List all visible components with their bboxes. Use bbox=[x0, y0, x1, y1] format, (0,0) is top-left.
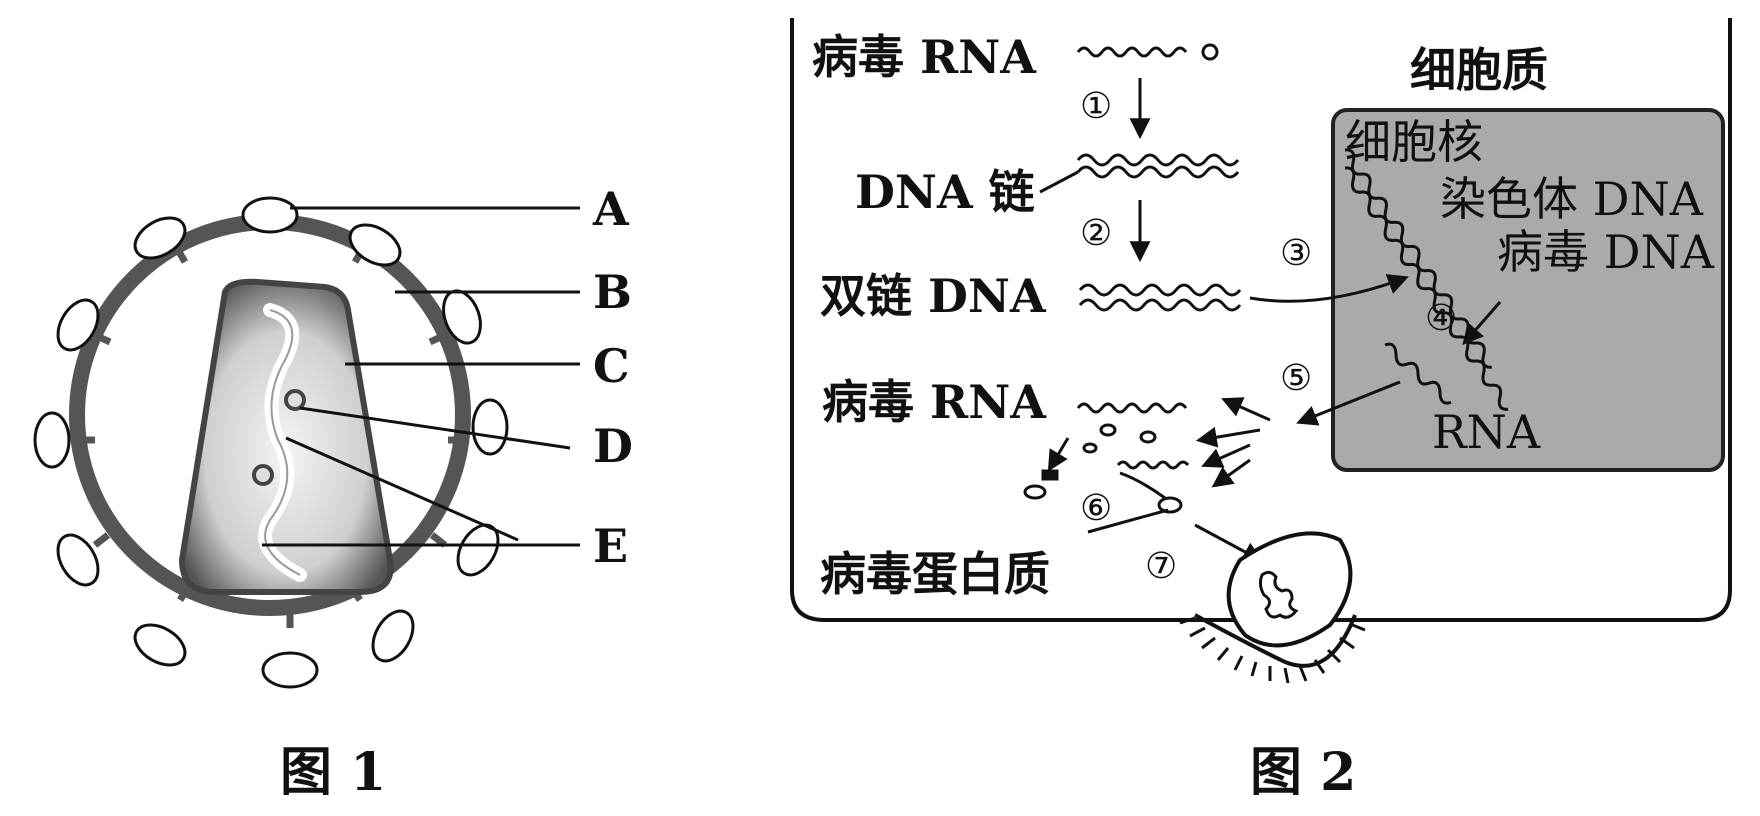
budding-virion bbox=[1179, 531, 1366, 684]
assembly-fragments bbox=[1023, 423, 1190, 534]
nucleus bbox=[1331, 108, 1725, 472]
figure1-caption: 图 1 bbox=[280, 742, 386, 803]
step-2: ② bbox=[1080, 213, 1112, 254]
label-B: B bbox=[593, 265, 632, 319]
label-A: A bbox=[592, 182, 630, 236]
chromosome-dna-strand-2 bbox=[1344, 166, 1509, 411]
dna-chain-strand-b bbox=[1076, 153, 1240, 167]
viral-protein-label: 病毒蛋白质 bbox=[820, 547, 1050, 601]
step-6: ⑥ bbox=[1080, 488, 1112, 529]
virus-capsid bbox=[178, 278, 394, 595]
figure2-caption: 图 2 bbox=[1250, 742, 1356, 803]
figure1-virus: A B C D E 图 1 bbox=[33, 182, 633, 803]
viral-rna-label-top: 病毒 RNA bbox=[812, 30, 1037, 84]
nuclear-rna-strand bbox=[1384, 342, 1452, 405]
step-3: ③ bbox=[1280, 233, 1312, 274]
step-4: ④ bbox=[1425, 298, 1457, 339]
double-dna-strand-1 bbox=[1078, 283, 1242, 297]
chromosome-dna-label: 染色体 DNA bbox=[1440, 172, 1704, 226]
nucleus-label: 细胞核 bbox=[1345, 115, 1483, 169]
label-D: D bbox=[593, 419, 633, 473]
dna-chain-label: DNA 链 bbox=[855, 165, 1035, 219]
step-arrows bbox=[1047, 78, 1502, 562]
viral-rna-cap bbox=[1201, 43, 1219, 61]
label-C: C bbox=[593, 339, 630, 393]
nuclear-rna-label: RNA bbox=[1432, 405, 1541, 459]
figure2-cycle: 细胞核 染色体 DNA 病毒 DNA RNA 细胞质 病毒 RNA DNA 链 … bbox=[790, 18, 1732, 803]
spike-knobs bbox=[33, 196, 509, 689]
double-dna-strand-2 bbox=[1078, 298, 1242, 312]
viral-rna-top-strand bbox=[1076, 46, 1188, 58]
figure1-leader-lines bbox=[262, 206, 580, 547]
cytoplasm-label: 细胞质 bbox=[1410, 43, 1548, 97]
step-1: ① bbox=[1080, 86, 1112, 127]
step-7: ⑦ bbox=[1145, 546, 1177, 587]
dna-chain-strand bbox=[1076, 165, 1240, 179]
step-5: ⑤ bbox=[1280, 358, 1312, 399]
viral-rna-strand-outline bbox=[264, 309, 301, 576]
viral-rna-mid-strand bbox=[1076, 402, 1188, 414]
label-E: E bbox=[593, 519, 628, 573]
dna-chain-leader bbox=[1039, 170, 1079, 194]
budding-spikes bbox=[1179, 616, 1366, 684]
enzyme-particle bbox=[252, 464, 274, 486]
enzyme-particle bbox=[284, 389, 306, 411]
viral-rna-label-mid: 病毒 RNA bbox=[822, 375, 1047, 429]
double-dna-label: 双链 DNA bbox=[820, 269, 1047, 323]
viral-dna-label: 病毒 DNA bbox=[1497, 225, 1715, 279]
